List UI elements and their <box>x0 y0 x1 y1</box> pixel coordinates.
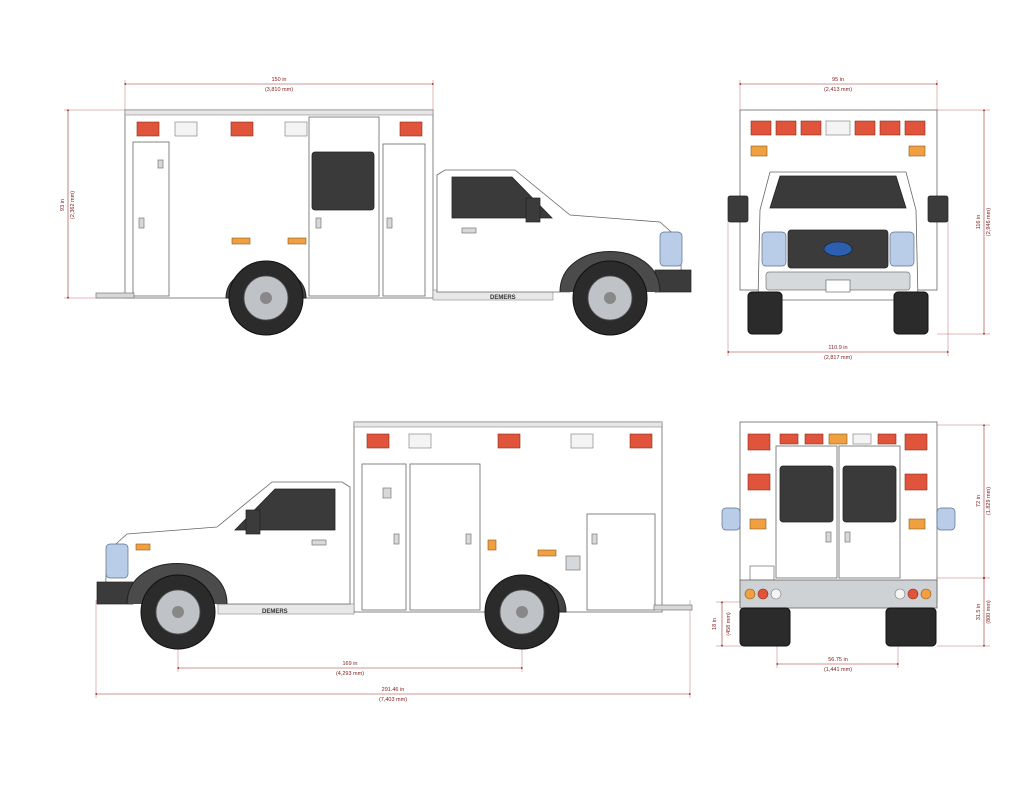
dim-label-metric: (458 mm) <box>726 612 732 636</box>
front-wheel <box>140 574 216 650</box>
flood-light-icon <box>408 433 432 449</box>
rear-window <box>779 465 834 523</box>
dim-label-metric: (4,293 mm) <box>336 671 364 677</box>
front-wheel <box>572 260 648 336</box>
dim-label-metric: (2,413 mm) <box>824 87 852 93</box>
dim-label-metric: (2,817 mm) <box>824 355 852 361</box>
dim-overall-length: 291.46 in (7,403 mm) <box>94 600 692 703</box>
headlight-icon <box>105 543 129 579</box>
dim-label: 169 in <box>343 661 358 667</box>
turn-signal-icon <box>749 518 767 530</box>
dim-wheelbase: 169 in (4,293 mm) <box>176 610 524 677</box>
warning-light-icon <box>747 473 771 491</box>
warning-light-icon <box>366 433 390 449</box>
front-tire <box>747 291 783 335</box>
headlight-icon <box>659 231 683 267</box>
warning-light-icon <box>136 121 160 137</box>
compartment-door <box>361 463 407 611</box>
rear-bumper <box>739 579 938 609</box>
dim-label-metric: (2,946 mm) <box>986 208 992 236</box>
warning-light-icon <box>629 433 653 449</box>
side-view-curb: 169 in (4,293 mm) 291.46 in (7,403 mm) <box>94 421 693 703</box>
dim-label: 18 in <box>712 618 718 630</box>
dim-label: 72 in <box>976 495 982 507</box>
front-view: 95 in (2,413 mm) 116 in (2,946 mm) 110.9… <box>726 77 992 361</box>
compartment-door <box>586 513 656 611</box>
dim-label: 31.5 in <box>976 604 982 621</box>
front-light-bar <box>750 120 926 136</box>
dim-label: 95 in <box>832 77 844 83</box>
dim-label-metric: (800 mm) <box>986 600 992 624</box>
side-door-window <box>311 151 375 211</box>
flood-light-icon <box>174 121 198 137</box>
shoreline-inlet <box>565 555 581 571</box>
headlight-icon <box>761 231 787 267</box>
headlight-icon <box>889 231 915 267</box>
dim-label-metric: (2,362 mm) <box>70 191 76 219</box>
flood-light-icon <box>284 121 308 137</box>
rear-view: 72 in (1,829 mm) 31.5 in (800 mm) 18 in … <box>712 421 992 673</box>
rear-wheel <box>228 260 304 336</box>
rear-tire <box>739 607 791 647</box>
side-mirror-icon <box>727 195 749 223</box>
rear-window <box>842 465 897 523</box>
warning-light-icon <box>904 473 928 491</box>
dim-rear-track-width: 56.75 in (1,441 mm) <box>775 610 900 673</box>
flood-light-icon <box>570 433 594 449</box>
dim-label-metric: (3,810 mm) <box>265 87 293 93</box>
dim-label-metric: (7,403 mm) <box>379 697 407 703</box>
side-view-driver: 150 in (3,810 mm) 93 in (2,362 mm) <box>60 77 692 336</box>
license-plate <box>749 565 775 581</box>
dim-front-mirror-width: 110.9 in (2,817 mm) <box>726 220 950 361</box>
dim-label: 56.75 in <box>828 657 848 663</box>
license-plate <box>825 279 851 293</box>
rear-step <box>653 604 693 611</box>
dim-top-side-height: 93 in (2,362 mm) <box>60 108 125 300</box>
rear-tire <box>885 607 937 647</box>
dim-front-total-height: 116 in (2,946 mm) <box>937 108 992 336</box>
brand-logo: DEMERS <box>490 295 516 301</box>
front-tire <box>893 291 929 335</box>
dim-label-metric: (1,829 mm) <box>986 487 992 515</box>
warning-light-icon <box>230 121 254 137</box>
warning-light-icon <box>497 433 521 449</box>
side-mirror-icon <box>927 195 949 223</box>
dim-rear-door-height: 72 in (1,829 mm) <box>937 423 992 580</box>
brand-logo: DEMERS <box>262 609 288 615</box>
dim-rear-floor-height: 31.5 in (800 mm) <box>937 576 992 648</box>
dim-label: 291.46 in <box>382 687 405 693</box>
turn-signal-icon <box>908 145 926 157</box>
side-mirror-icon <box>245 509 261 535</box>
rear-light-bar <box>747 433 928 451</box>
warning-light-icon <box>399 121 423 137</box>
dim-label: 150 in <box>272 77 287 83</box>
dim-label: 110.9 in <box>828 345 847 351</box>
rear-wheel <box>484 574 560 650</box>
rear-step <box>95 292 135 299</box>
turn-signal-icon <box>908 518 926 530</box>
dim-front-box-width: 95 in (2,413 mm) <box>738 77 939 110</box>
dim-label: 116 in <box>976 215 982 230</box>
compartment-door <box>132 141 170 297</box>
ford-badge-icon <box>823 241 853 257</box>
side-mirror-icon <box>936 507 956 531</box>
windshield <box>769 175 907 209</box>
dim-label-metric: (1,441 mm) <box>824 667 852 673</box>
dim-top-side-length: 150 in (3,810 mm) <box>123 77 435 110</box>
dim-label: 93 in <box>60 199 66 211</box>
dim-rear-bumper-height: 18 in (458 mm) <box>712 600 742 648</box>
side-mirror-icon <box>721 507 741 531</box>
turn-signal-icon <box>750 145 768 157</box>
side-mirror-icon <box>525 197 541 223</box>
